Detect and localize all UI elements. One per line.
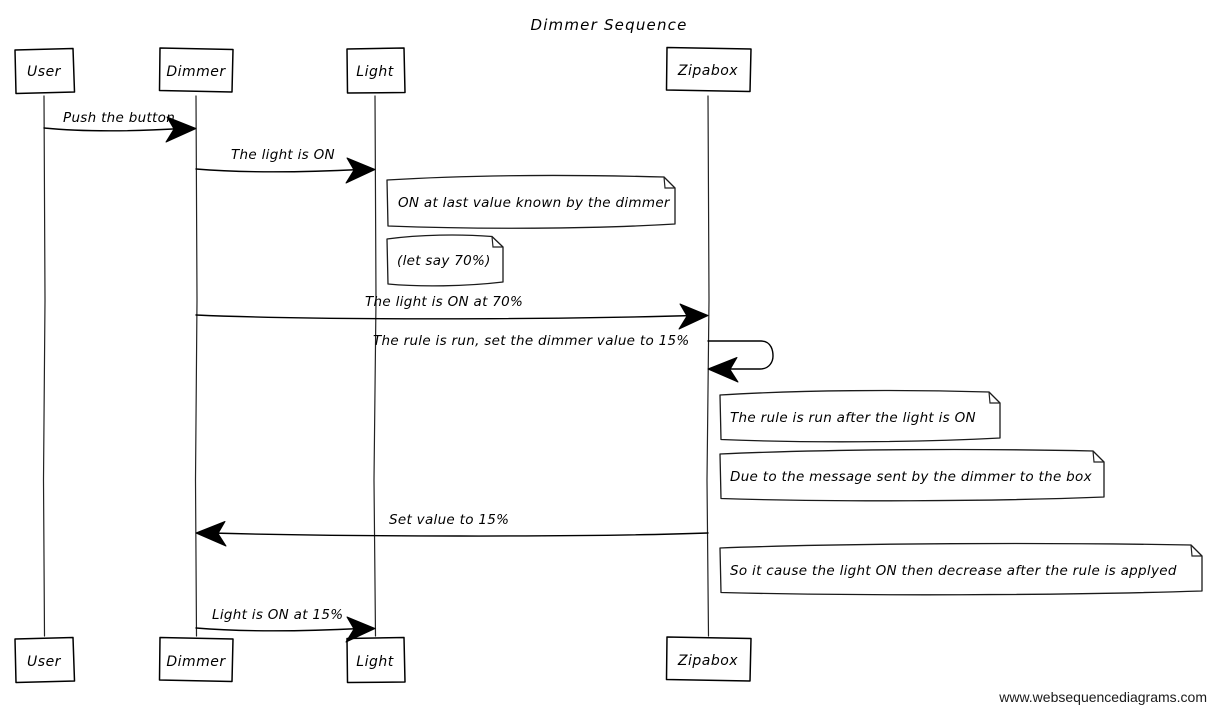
message-label-set-value-to-15: Set value to 15% [389,512,509,528]
participant-label-light-top: Light [356,64,393,80]
message-label-the-light-is-on: The light is ON [231,147,335,163]
participant-label-zipabox-bottom: Zipabox [677,653,738,669]
message-label-the-light-is-on-at-70: The light is ON at 70% [365,294,523,310]
message-the-light-is-on[interactable]: The light is ON [195,147,376,184]
note-text-on-at-last-value: ON at last value known by the dimmer [398,195,671,211]
participant-label-zipabox-top: Zipabox [677,63,738,79]
message-the-light-is-on-at-70[interactable]: The light is ON at 70% [195,294,709,330]
participant-user-top[interactable]: User [14,47,76,95]
message-label-light-is-on-at-15: Light is ON at 15% [212,607,343,623]
participant-label-dimmer-bottom: Dimmer [166,654,226,670]
note-text-let-say-70: (let say 70%) [397,253,491,269]
message-push-the-button[interactable]: Push the button [43,110,197,143]
participant-label-user-top: User [27,64,62,80]
note-let-say-70: (let say 70%) [386,234,504,287]
participant-light-top[interactable]: Light [346,47,406,94]
participant-boxes-top: User Dimmer Light Zipabox [14,46,752,95]
note-on-at-last-value: ON at last value known by the dimmer [386,174,676,229]
note-text-so-it-cause-the-light-on: So it cause the light ON then decrease a… [730,563,1177,579]
lifeline-dimmer [194,95,198,637]
participant-label-light-bottom: Light [356,654,393,670]
participant-label-user-bottom: User [27,654,62,670]
participant-dimmer-bottom[interactable]: Dimmer [158,636,234,683]
page-title: Dimmer Sequence [530,16,687,34]
note-rule-run-after-light-on: The rule is run after the light is ON [719,389,1001,443]
lifeline-light [373,95,377,637]
message-label-push-the-button: Push the button [63,110,175,126]
message-set-value-to-15[interactable]: Set value to 15% [195,512,709,547]
participant-boxes-bottom: User Dimmer Light Zipabox [14,636,752,684]
message-the-rule-is-run-self[interactable]: The rule is run, set the dimmer value to… [373,333,774,383]
participant-label-dimmer-top: Dimmer [166,64,226,80]
lifeline-zipabox [706,95,710,637]
lifeline-group [42,95,710,637]
participant-zipabox-bottom[interactable]: Zipabox [665,636,752,682]
participant-user-bottom[interactable]: User [14,636,76,684]
message-label-the-rule-is-run-self: The rule is run, set the dimmer value to… [373,333,690,349]
participant-light-bottom[interactable]: Light [346,636,406,684]
participant-dimmer-top[interactable]: Dimmer [158,47,234,93]
message-light-is-on-at-15[interactable]: Light is ON at 15% [195,607,376,643]
note-due-to-message-sent: Due to the message sent by the dimmer to… [719,448,1105,502]
footer-watermark: www.websequencediagrams.com [998,689,1207,705]
note-so-it-cause-the-light-on: So it cause the light ON then decrease a… [719,542,1203,596]
lifeline-user [42,95,46,637]
note-text-due-to-message-sent: Due to the message sent by the dimmer to… [730,469,1093,485]
note-text-rule-run-after-light-on: The rule is run after the light is ON [730,410,976,426]
participant-zipabox-top[interactable]: Zipabox [665,46,752,93]
